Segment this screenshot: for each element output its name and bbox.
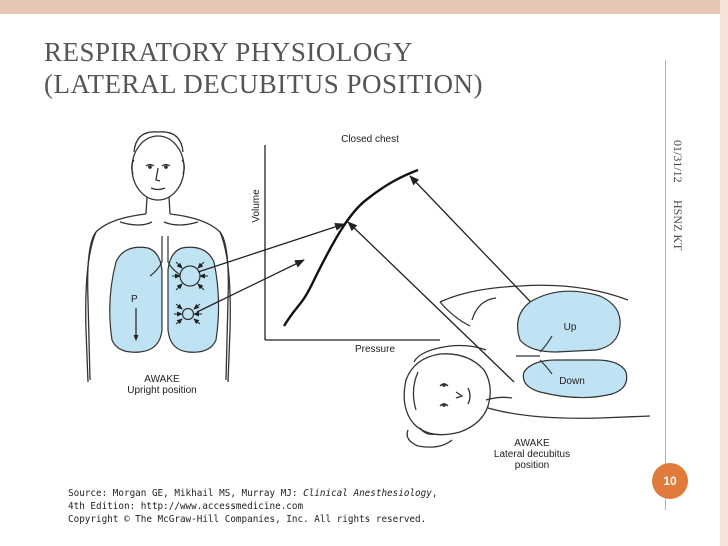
right-decorative-band (720, 0, 728, 546)
connector-arrows (196, 175, 547, 383)
compliance-curve (282, 168, 419, 327)
alveolar-pressure-arrows (172, 261, 208, 325)
divider-line (665, 60, 666, 510)
page-number-badge: 10 (652, 463, 688, 499)
upright-lungs (109, 236, 220, 353)
source-comma: , (431, 488, 438, 499)
upright-person (85, 131, 231, 383)
lung-down (522, 359, 628, 399)
slide-date: 01/31/12 (671, 140, 685, 183)
graph-y-label: Volume (251, 189, 262, 223)
graph-title: Closed chest (341, 134, 399, 145)
graph-x-label: Pressure (355, 344, 395, 355)
source-book-title: Clinical Anesthesiology (303, 488, 432, 499)
pressure-volume-graph (264, 145, 440, 341)
source-line-2: 4th Edition: http://www.accessmedicine.c… (68, 501, 304, 512)
slide-author: HSNZ KT (671, 200, 685, 251)
lateral-caption-1: AWAKE (514, 438, 550, 449)
lateral-lungs (516, 290, 628, 399)
lateral-caption-3: position (515, 460, 549, 471)
lung-up (517, 290, 621, 353)
slide-title: RESPIRATORY PHYSIOLOGY (LATERAL DECUBITU… (44, 36, 483, 100)
lateral-caption-2: Lateral decubitus (494, 449, 570, 460)
title-line-2: (LATERAL DECUBITUS POSITION) (44, 69, 483, 99)
top-decorative-band (0, 0, 728, 14)
source-citation: Source: Morgan GE, Mikhail MS, Murray MJ… (68, 487, 437, 526)
source-authors: Source: Morgan GE, Mikhail MS, Murray MJ… (68, 488, 304, 499)
lateral-person (403, 284, 651, 448)
upright-caption-1: AWAKE (144, 374, 180, 385)
label-p: P (131, 294, 138, 305)
upright-caption-2: Upright position (127, 385, 196, 396)
label-up: Up (564, 322, 577, 333)
sidebar-info: 01/31/12 HSNZ KT (668, 140, 694, 260)
source-line-1: Source: Morgan GE, Mikhail MS, Murray MJ… (68, 487, 437, 500)
source-line-3: Copyright © The McGraw-Hill Companies, I… (68, 514, 427, 525)
label-down: Down (559, 376, 585, 387)
title-line-1: RESPIRATORY PHYSIOLOGY (44, 37, 413, 67)
